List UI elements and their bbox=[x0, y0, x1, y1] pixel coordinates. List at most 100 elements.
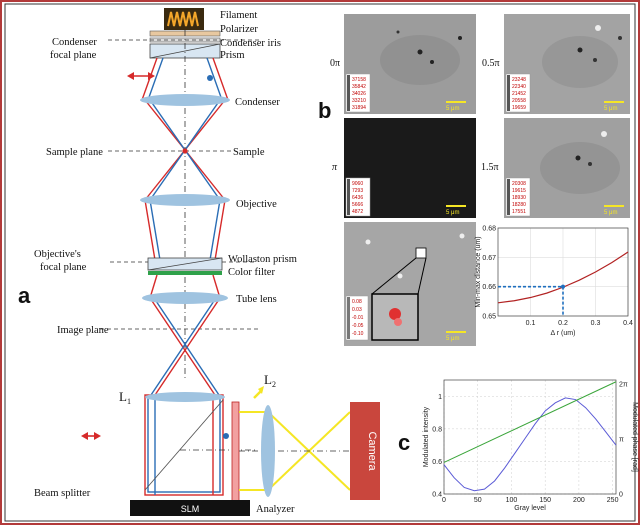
chart-c-ytick-right-0: 0 bbox=[619, 492, 623, 499]
svg-text:5 μm: 5 μm bbox=[604, 210, 617, 216]
chart-b-axes bbox=[497, 227, 629, 317]
chart-b-ytick-1: 0.66 bbox=[482, 284, 496, 291]
label-filament: Filament bbox=[220, 10, 257, 21]
cb-0-4: 31894 bbox=[352, 105, 366, 111]
label-l2: L2 bbox=[264, 372, 276, 389]
chart-c-series-line-0 bbox=[443, 397, 617, 492]
panel-c-letter: c bbox=[398, 430, 410, 455]
svg-text:23248: 23248 bbox=[512, 77, 526, 83]
svg-text:-0.01: -0.01 bbox=[352, 315, 364, 321]
micrograph-phase-map: 0.08 0.03 -0.01 -0.05 -0.10 5 μm bbox=[344, 222, 476, 346]
svg-text:20308: 20308 bbox=[512, 181, 526, 187]
inner-frame bbox=[4, 3, 636, 522]
svg-text:5 μm: 5 μm bbox=[446, 210, 459, 216]
condenser-lens bbox=[140, 94, 230, 106]
label-color-filter: Color filter bbox=[228, 267, 275, 278]
chart-b-xtick-3: 0.4 bbox=[623, 320, 633, 327]
label-image-plane: Image plane bbox=[57, 325, 109, 336]
label-polarizer: Polarizer bbox=[220, 24, 258, 35]
label-wollaston-prism: Wollaston prism bbox=[228, 254, 297, 265]
phase-label-05pi: 0.5π bbox=[482, 58, 500, 69]
cb-0-0: 37158 bbox=[352, 77, 366, 83]
chart-b-annotation-point bbox=[561, 284, 565, 289]
micrograph-05pi: 23248 22340 21452 20558 19659 5 μm bbox=[504, 14, 630, 114]
chart-c-ytick-right-2: 2π bbox=[619, 381, 628, 388]
tube-lens bbox=[142, 292, 228, 304]
camera-label: Camera bbox=[366, 431, 378, 471]
shear-arrow-icon bbox=[127, 72, 155, 80]
label-condenser-focal-2: focal plane bbox=[50, 50, 97, 61]
chart-c-ytick-0: 0.4 bbox=[432, 492, 442, 499]
label-objective-focal-2: focal plane bbox=[40, 262, 87, 273]
label-condenser-iris: Condenser iris bbox=[220, 38, 281, 49]
color-filter bbox=[148, 271, 222, 275]
analyzer bbox=[231, 401, 240, 503]
chart-c-xtick-4: 200 bbox=[573, 497, 585, 504]
chart-b-xlabel: Δ r (um) bbox=[551, 330, 576, 337]
chart-c-xtick-2: 100 bbox=[506, 497, 518, 504]
objective-lens bbox=[140, 194, 230, 206]
cb-0-3: 33210 bbox=[352, 98, 366, 104]
svg-text:5666: 5666 bbox=[352, 202, 363, 208]
chart-c-ylabel: Modulated intensity bbox=[423, 406, 430, 467]
svg-text:18280: 18280 bbox=[512, 202, 526, 208]
label-objective-focal-1: Objective's bbox=[34, 249, 81, 260]
panel-a-letter: a bbox=[18, 283, 31, 308]
chart-c-xtick-1: 50 bbox=[474, 497, 482, 504]
l1-lens bbox=[145, 392, 225, 402]
label-sample: Sample bbox=[233, 147, 265, 158]
l2-lens bbox=[261, 405, 275, 497]
label-condenser-focal-1: Condenser bbox=[52, 37, 97, 48]
svg-text:21452: 21452 bbox=[512, 91, 526, 97]
cb-0-1: 35842 bbox=[352, 84, 366, 90]
chart-c-ytick-1: 0.6 bbox=[432, 459, 442, 466]
chart-c-xlabel: Gray level bbox=[514, 505, 546, 512]
slm bbox=[130, 500, 250, 516]
slm-label: SLM bbox=[181, 504, 200, 514]
chart-c-series-line-1 bbox=[443, 381, 617, 463]
chart-b-xtick-1: 0.2 bbox=[558, 320, 568, 327]
label-sample-plane: Sample plane bbox=[46, 147, 103, 158]
svg-text:19659: 19659 bbox=[512, 105, 526, 111]
label-analyzer: Analyzer bbox=[256, 504, 295, 515]
beam-splitter bbox=[144, 399, 224, 491]
sample-point bbox=[182, 148, 188, 154]
svg-text:0.08: 0.08 bbox=[352, 299, 362, 305]
chart-c-ytick-right-1: π bbox=[619, 436, 624, 443]
chart-c-xtick-5: 250 bbox=[607, 497, 619, 504]
phase-label-15pi: 1.5π bbox=[481, 162, 499, 173]
chart-b-ytick-0: 0.65 bbox=[482, 314, 496, 321]
svg-text:-0.10: -0.10 bbox=[352, 331, 364, 337]
svg-text:5 μm: 5 μm bbox=[446, 106, 459, 112]
panel-b-letter: b bbox=[318, 98, 331, 123]
svg-text:5 μm: 5 μm bbox=[446, 336, 459, 342]
label-beam-splitter: Beam splitter bbox=[34, 488, 91, 499]
camera bbox=[350, 402, 380, 500]
label-tube-lens: Tube lens bbox=[236, 294, 277, 305]
svg-text:-0.05: -0.05 bbox=[352, 323, 364, 329]
label-l1: L1 bbox=[119, 389, 131, 406]
svg-text:22340: 22340 bbox=[512, 84, 526, 90]
chart-c-xtick-0: 0 bbox=[442, 497, 446, 504]
polarization-dot-lower-icon bbox=[223, 433, 229, 439]
chart-c-ytick-3: 1 bbox=[438, 394, 442, 401]
panel-a-diagram: Camera SLM Filament Polarizer Condenser … bbox=[18, 8, 380, 516]
label-condenser: Condenser bbox=[235, 97, 280, 108]
svg-text:5 μm: 5 μm bbox=[604, 106, 617, 112]
svg-text:17551: 17551 bbox=[512, 209, 526, 215]
chart-c-axes bbox=[443, 379, 617, 495]
svg-text:0.03: 0.03 bbox=[352, 307, 362, 313]
micrograph-0pi: 37158 35842 34026 33210 31894 5 μm bbox=[344, 14, 476, 114]
label-objective: Objective bbox=[236, 199, 277, 210]
chart-b-background bbox=[480, 222, 630, 346]
svg-text:20558: 20558 bbox=[512, 98, 526, 104]
panel-b: b 37158 35842 34026 33210 31894 5 μm 0π … bbox=[318, 14, 633, 346]
chart-b-ytick-3: 0.68 bbox=[482, 226, 496, 233]
chart-b-ylabel: Min-max distance (um) bbox=[475, 236, 482, 307]
chart-b-ytick-2: 0.67 bbox=[482, 255, 496, 262]
label-prism: Prism bbox=[220, 50, 245, 61]
